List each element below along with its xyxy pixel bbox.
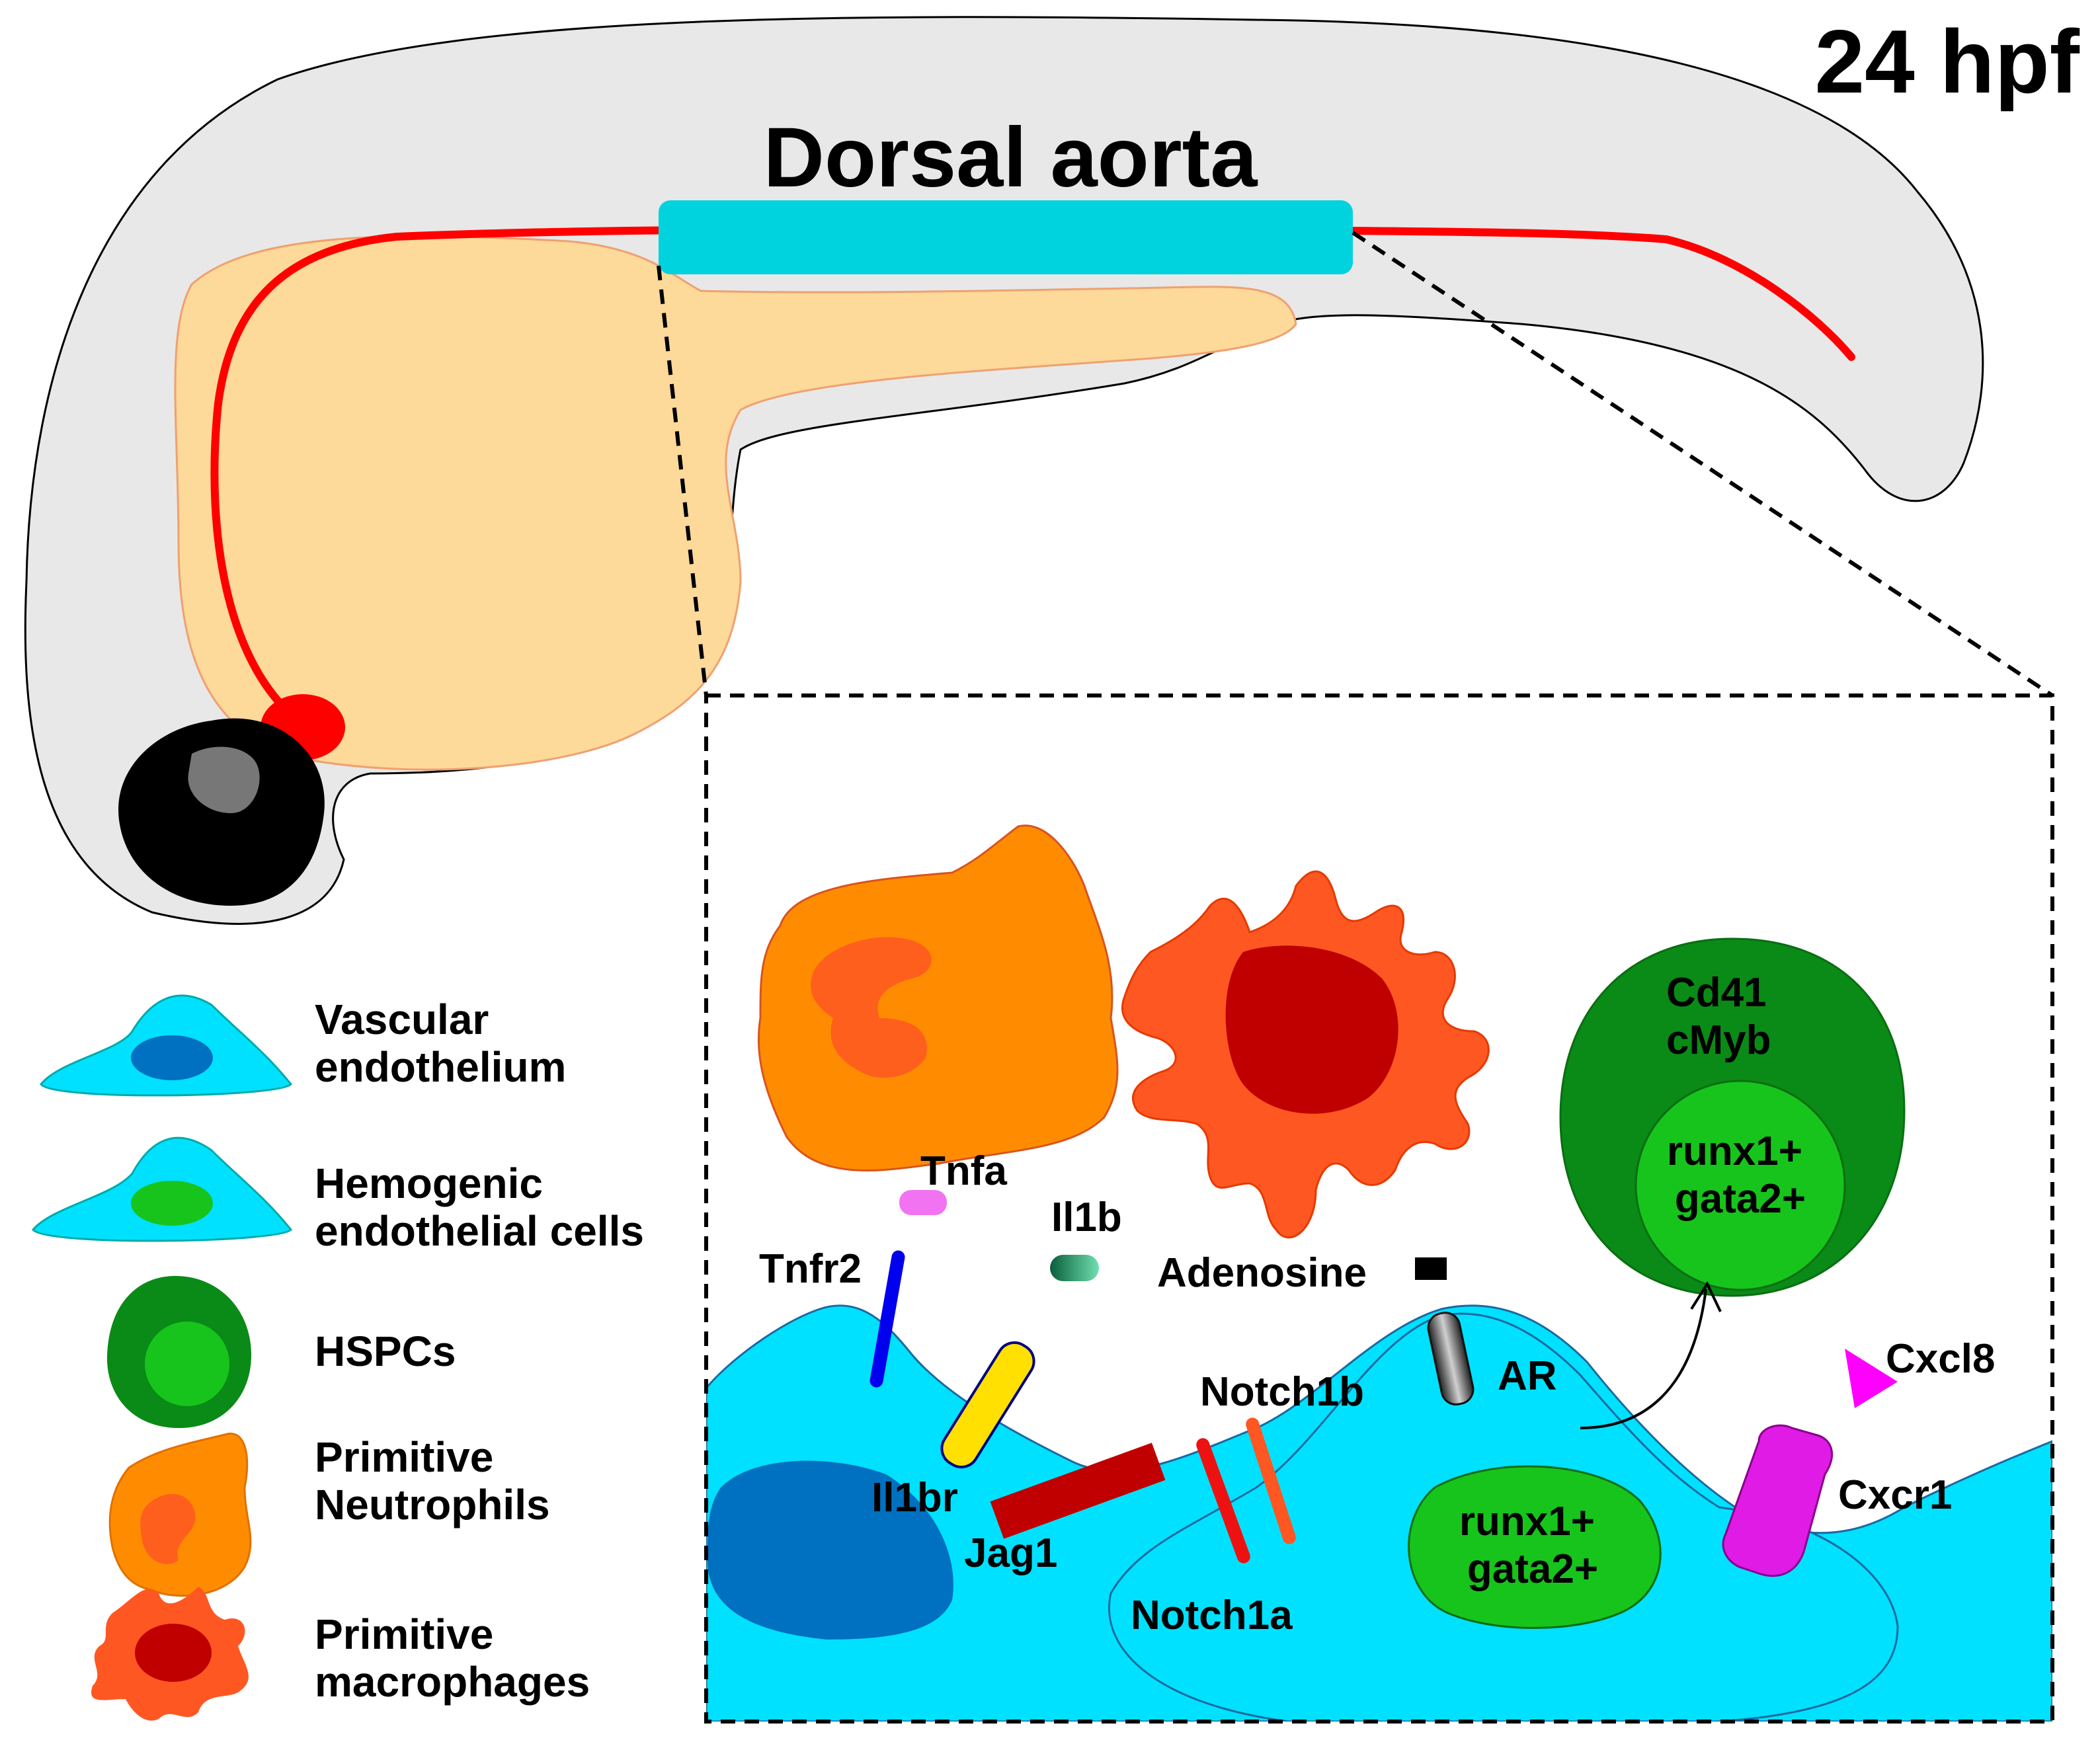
vascular-endothelium-nucleus [131, 1035, 213, 1080]
hspc-nucleus-marker: runx1+ [1667, 1129, 1802, 1174]
il1b-molecule [1050, 1255, 1099, 1281]
legend-vascular-endothelium: Vascular endothelium [40, 994, 566, 1097]
stage-label: 24 hpf [1815, 11, 2080, 112]
emergence-arrowhead [1690, 1281, 1722, 1312]
cxcl8-label: Cxcl8 [1886, 1336, 1995, 1382]
il1br-label: Il1br [871, 1475, 958, 1521]
adenosine-receptor [1427, 1312, 1474, 1406]
svg-text:runx1+ gata2+: runx1+ gata2+ [1459, 1499, 1606, 1592]
jag1-ligand [990, 1443, 1166, 1539]
notch1a-label: Notch1a [1131, 1593, 1293, 1638]
jag1-label: Jag1 [964, 1530, 1057, 1576]
legend-text: macrophages [315, 1658, 590, 1706]
hspc-icon-inner [145, 1322, 229, 1406]
legend-text: endothelium [315, 1043, 566, 1091]
endothelium-nucleus [707, 1460, 953, 1640]
cxcl8-molecule [1845, 1349, 1898, 1408]
yolk [174, 235, 1297, 771]
legend-text: Vascular [315, 996, 489, 1043]
dorsal-aorta [659, 200, 1353, 274]
neutrophil-icon-nucleus [140, 1493, 196, 1564]
svg-text:Cd41 cMyb: Cd41 cMyb [1666, 970, 1778, 1063]
legend-text: Hemogenic [315, 1160, 543, 1207]
hemogenic-endothelial-nucleus [131, 1181, 213, 1226]
cxcr1-label: Cxcr1 [1838, 1472, 1952, 1518]
svg-text:Vascular endothelium: Vascular endothelium [315, 996, 566, 1091]
zoom-line-left [657, 265, 708, 696]
neutrophil-nucleus [811, 937, 932, 1078]
cxcr1-receptor [1722, 1424, 1834, 1577]
zoom-inset: Tnfa Tnfr2 Il1b Adenosine AR Notch1b Il1… [704, 694, 2054, 1724]
svg-text:Hemogenic endothelial: Hemogenic endothelial cells [315, 1160, 644, 1255]
zoom-line-right [1352, 231, 2054, 697]
tnfr2-label: Tnfr2 [759, 1246, 862, 1292]
adenosine-molecule [1415, 1257, 1447, 1280]
legend-text: Neutrophils [315, 1481, 550, 1528]
emergence-arrow [1580, 1288, 1707, 1429]
notch1b-label: Notch1b [1200, 1369, 1364, 1415]
legend-text: Primitive [315, 1610, 493, 1658]
hemogenic-nucleus-marker: runx1+ [1459, 1499, 1595, 1544]
legend: Vascular endothelium Hemogenic endotheli… [32, 994, 644, 1721]
hspc-nucleus-marker: gata2+ [1675, 1176, 1806, 1222]
adenosine-label: Adenosine [1157, 1250, 1367, 1296]
tnfa-molecule [899, 1190, 947, 1215]
legend-text: endothelial cells [315, 1207, 644, 1255]
primitive-neutrophil [757, 824, 1119, 1171]
hspc-marker: Cd41 [1666, 970, 1767, 1015]
tnfa-label: Tnfa [920, 1148, 1007, 1194]
legend-hspcs: HSPCs [106, 1276, 456, 1429]
hspc-marker: cMyb [1666, 1017, 1771, 1063]
zoom-frame [704, 694, 2054, 1724]
macrophage-nucleus [1225, 945, 1398, 1114]
legend-text: HSPCs [315, 1328, 456, 1375]
legend-text: Primitive [315, 1433, 493, 1481]
ar-label: AR [1498, 1353, 1557, 1399]
embryo [24, 16, 1984, 925]
aorta-label: Dorsal aorta [764, 110, 1258, 205]
svg-text:Primitive macrophages: Primitive macrophages [315, 1610, 590, 1706]
notch1a-receptor [1196, 1438, 1250, 1564]
macrophage-icon-nucleus [135, 1624, 212, 1682]
il1b-label: Il1b [1051, 1195, 1122, 1240]
legend-primitive-macrophages: Primitive macrophages [91, 1587, 590, 1721]
notch1b-receptor [1246, 1417, 1296, 1544]
hspc-nucleus [1635, 1080, 1846, 1291]
tnfr2-receptor [869, 1250, 905, 1388]
legend-primitive-neutrophils: Primitive Neutrophils [108, 1433, 550, 1597]
il1br-receptor [940, 1341, 1035, 1469]
svg-text:Primitive Neutrophils: Primitive Neutrophils [315, 1433, 550, 1528]
legend-hemogenic-endothelial-cells: Hemogenic endothelial cells [32, 1136, 644, 1255]
hemogenic-nucleus [1408, 1465, 1662, 1629]
hemogenic-nucleus-marker: gata2+ [1467, 1546, 1598, 1592]
svg-text:runx1+ gata2+: runx1+ gata2+ [1667, 1129, 1814, 1222]
lens [188, 746, 260, 813]
